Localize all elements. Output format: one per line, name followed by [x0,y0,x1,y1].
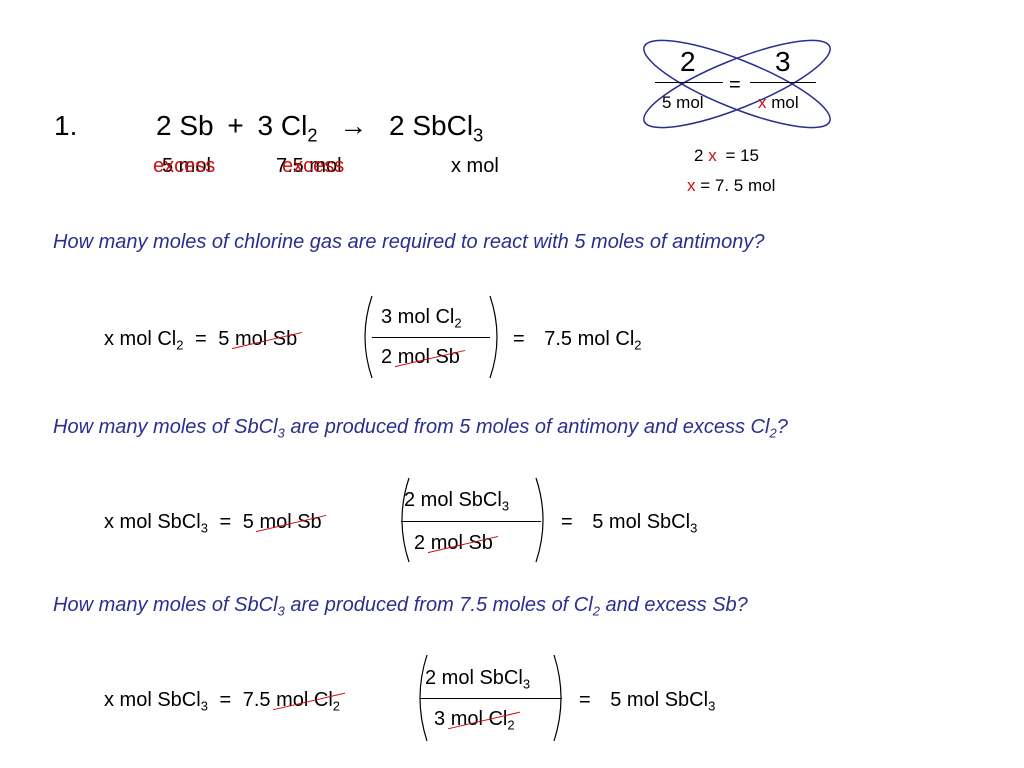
question-2: How many moles of SbCl3 are produced fro… [53,416,788,441]
sb-mol-label: 5 mol [162,155,211,177]
calc-1-denominator: 2 mol Sb [381,346,460,368]
calc-2-numerator: 2 mol SbCl3 [404,489,510,514]
calc-2-cancel-denominator: mol Sb [430,532,493,554]
calc-1-result: = 7.5 mol Cl2 [513,328,642,353]
ratio-top-right: 3 [775,46,791,77]
calc-2-lhs: x mol SbCl3 = 5 mol Sb [104,511,322,536]
reactant-cl2: 3 Cl2 [257,110,318,146]
calc-2-fraction-bar [401,521,541,522]
calc-3-numerator: 2 mol SbCl3 [425,667,531,692]
ratio-left-bar [655,82,723,83]
reaction-equation: 2 Sb + 3 Cl2 → 2 SbCl3 [156,110,484,146]
ratio-equals: = [729,74,741,96]
ratio-bottom-right: x mol [758,93,799,112]
calc-3-cancel-given: mol Cl2 [276,689,341,714]
ratio-right-bar [750,82,816,83]
calc-2-result: = 5 mol SbCl3 [561,511,698,536]
question-3: How many moles of SbCl3 are produced fro… [53,594,748,619]
calc-3-lhs: x mol SbCl3 = 7.5 mol Cl2 [104,689,341,714]
calc-3-denominator: 3 mol Cl2 [434,708,515,733]
product-sbcl3: 2 SbCl3 [389,110,484,146]
cl-mol-label: 7.5 mol [276,155,342,177]
cl-excess-label: excess [282,155,345,177]
reaction-arrow: → [339,110,368,141]
calc-3-fraction-bar [420,698,562,699]
product-mol-label: x mol [451,155,499,177]
plus-sign: + [227,110,244,141]
calc-1-fraction-bar [372,337,490,338]
calc-2-cancel-given: mol Sb [259,511,322,533]
question-1: How many moles of chlorine gas are requi… [53,231,765,253]
problem-number: 1. [54,110,78,141]
calc-1-lhs: x mol Cl2 = 5 mol Sb [104,328,298,353]
calc-1-numerator: 3 mol Cl2 [381,306,462,331]
ratio-top-left: 2 [680,46,696,77]
calc-3-cancel-denominator: mol Cl2 [450,708,515,733]
solution-line: x = 7. 5 mol [687,176,776,195]
sb-excess-label: excess [153,155,216,177]
calc-3-result: = 5 mol SbCl3 [579,689,716,714]
cross-product-line: 2 x = 15 [694,146,759,165]
ratio-bottom-left: 5 mol [662,93,704,112]
calc-1-cancel-given: mol Sb [234,328,298,350]
calc-2-denominator: 2 mol Sb [414,532,493,554]
reactant-sb: 2 Sb [156,110,214,141]
calc-1-cancel-denominator: mol Sb [397,346,460,368]
